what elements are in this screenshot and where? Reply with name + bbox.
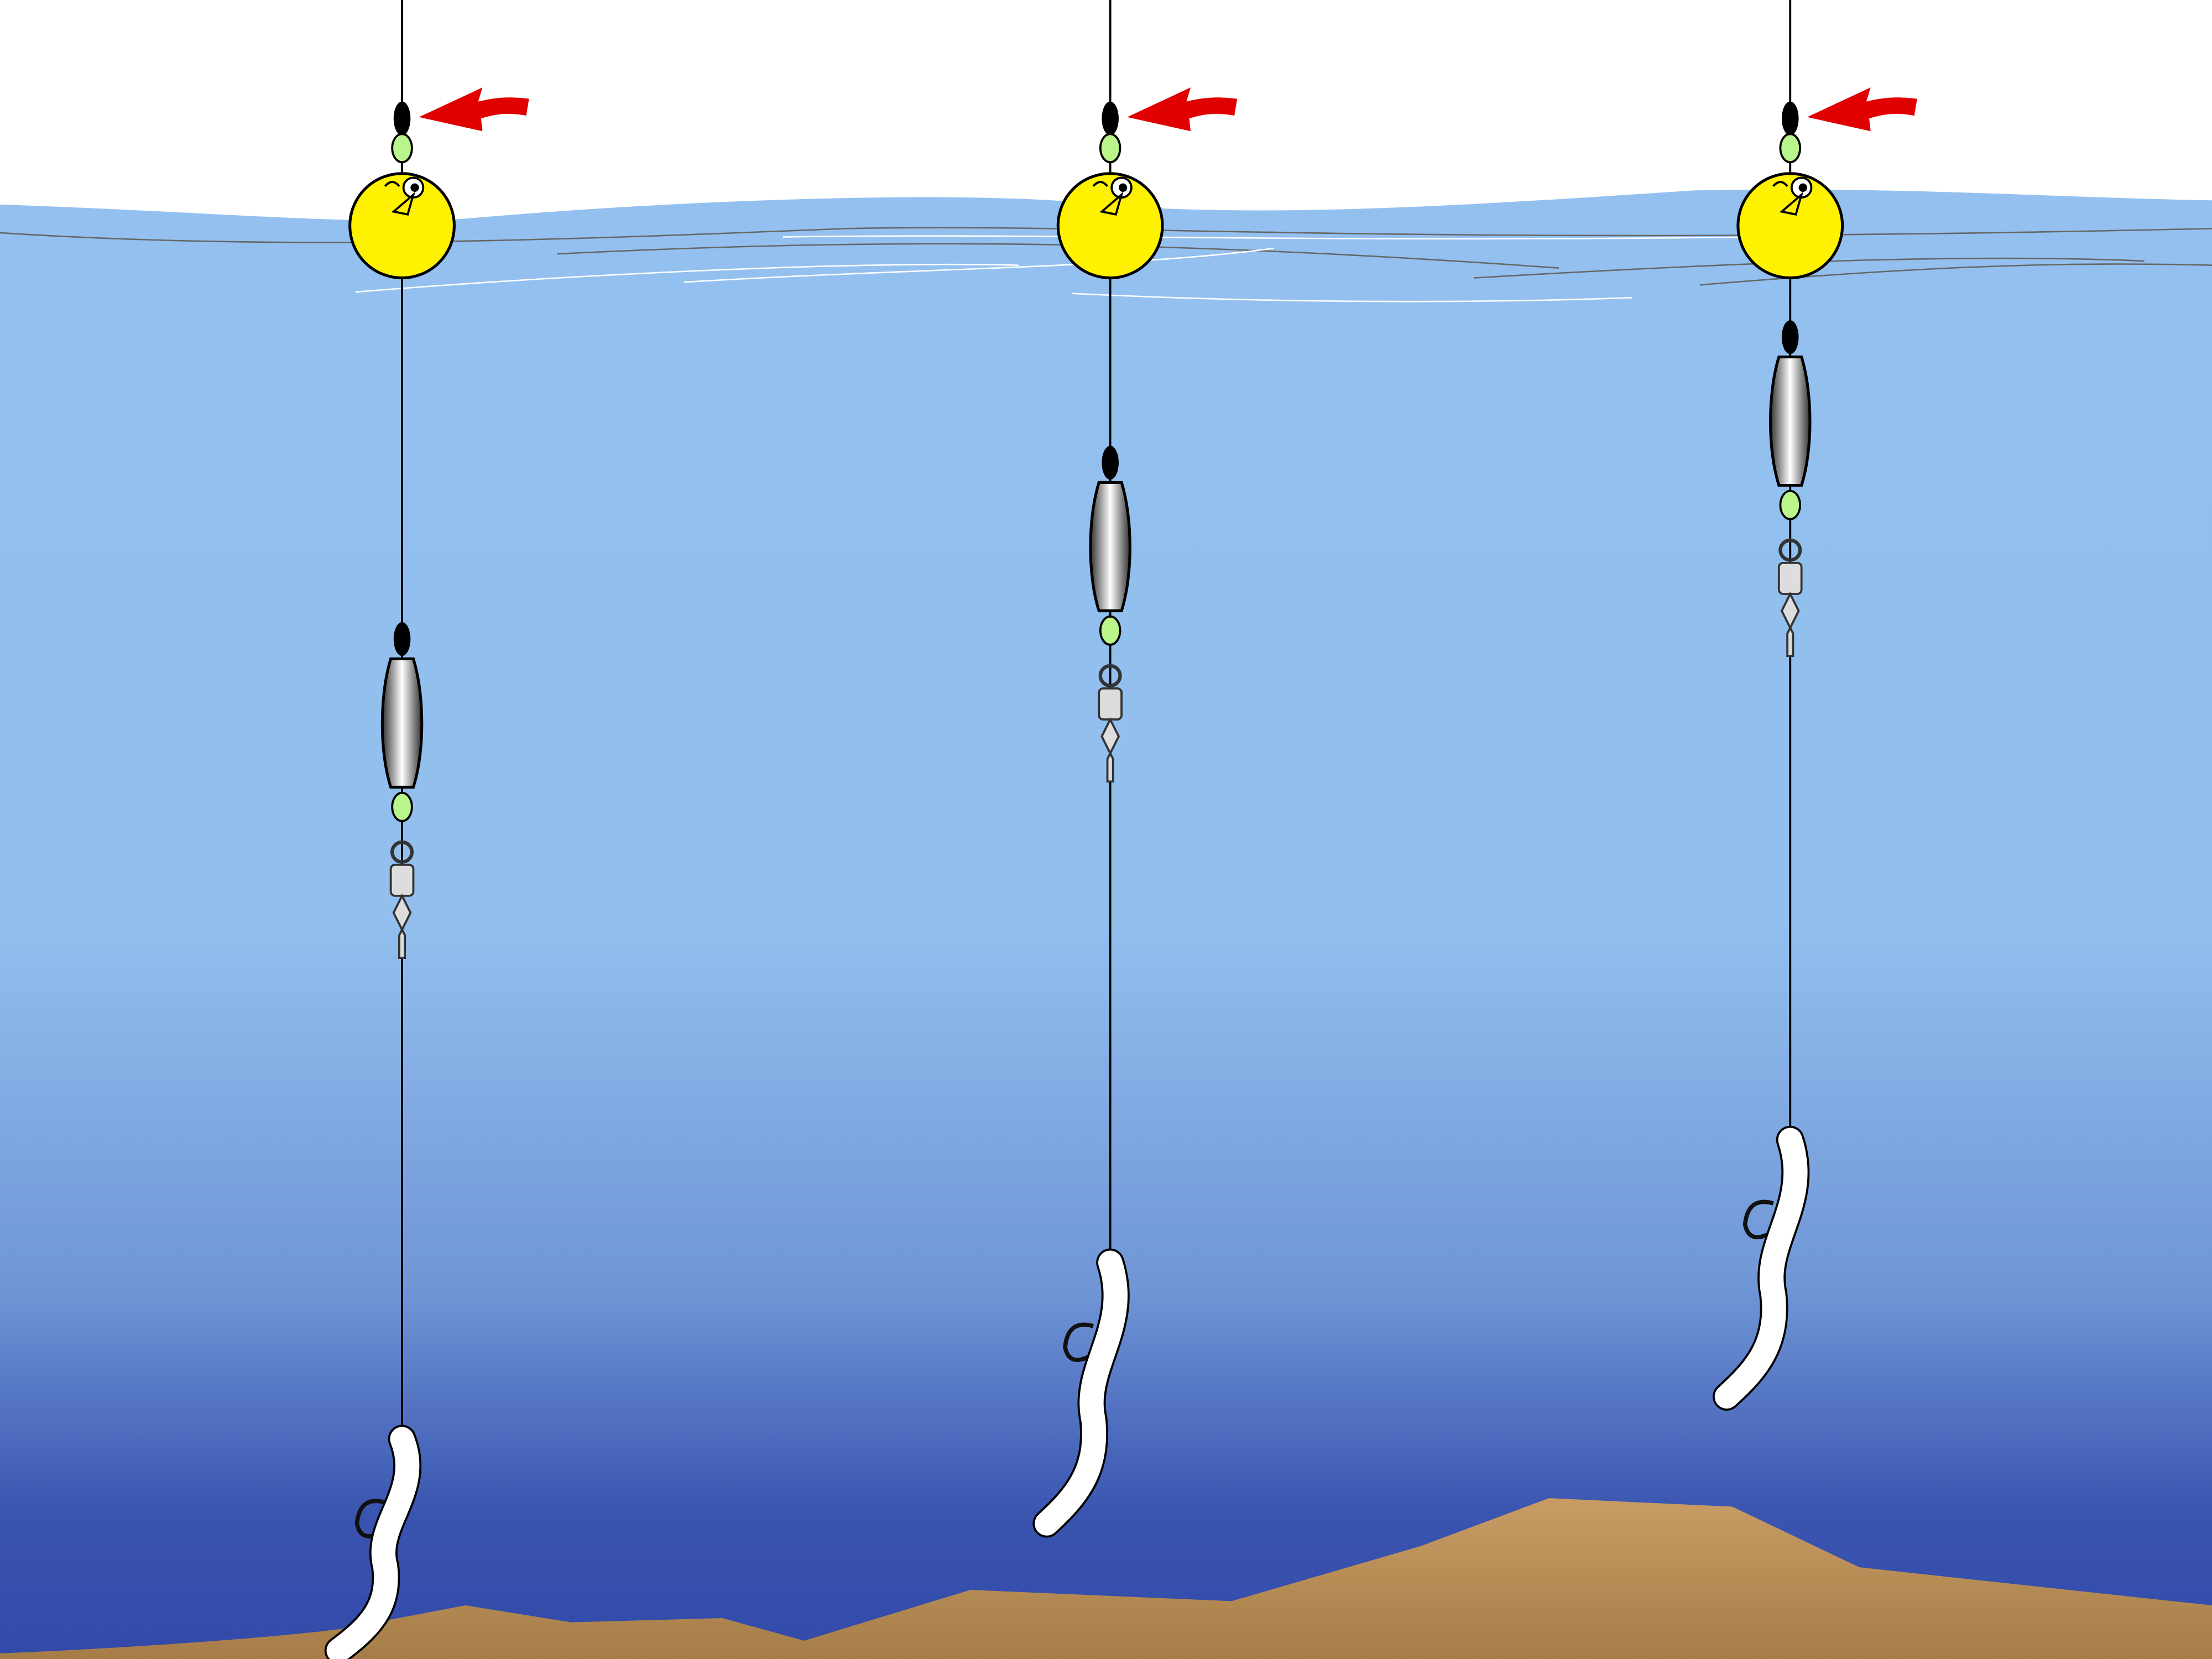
swivel-barrel [1777,561,1803,595]
stopper-bead-green [1779,133,1802,164]
stopper-bead-black [1781,101,1799,135]
surface-ripples [0,227,2212,302]
worm-bait [1714,1128,1808,1409]
worm-bait [1035,1250,1128,1536]
bobber-float [1056,172,1164,280]
bead-green [1099,615,1121,646]
bobber-face [1772,181,1804,216]
swivel-barrel [389,863,415,897]
stopper-bead-green [391,133,413,164]
snap-clip [392,893,412,959]
bead-black [393,622,411,656]
bobber-pupil [410,183,419,192]
red-arrow-icon [1807,87,1917,132]
rig-2 [1032,0,1238,1538]
red-arrow-icon [1127,87,1238,132]
bobber-face [384,181,416,216]
bobber-pupil [1798,183,1807,192]
bead-black [1781,320,1799,354]
bobber-face [1092,181,1124,216]
snap-clip [1780,591,1800,658]
swivel-ring [1098,664,1122,687]
sinker-weight [380,657,424,789]
hook-icon [1063,1322,1094,1362]
rig-3 [1712,0,1917,1411]
sinker-weight [1768,355,1812,487]
worm-bait [326,1427,420,1659]
sinker-weight [1089,481,1131,613]
red-arrow-icon [419,87,529,132]
bobber-pupil [1118,183,1128,192]
hook-icon [1743,1199,1775,1239]
water [0,189,2212,1659]
snap-clip [1100,717,1120,783]
rig-1 [324,0,529,1659]
stopper-bead-black [393,101,411,135]
stopper-bead-green [1099,133,1121,164]
swivel-ring [1778,538,1802,562]
bead-black [1102,446,1119,480]
bead-green [391,791,413,822]
seabed [0,1498,2212,1659]
stopper-bead-black [1102,101,1119,135]
swivel-ring [390,840,414,864]
bobber-float [1736,172,1844,280]
bead-green [1779,489,1802,520]
swivel-barrel [1098,687,1123,721]
bobber-float [348,172,456,280]
